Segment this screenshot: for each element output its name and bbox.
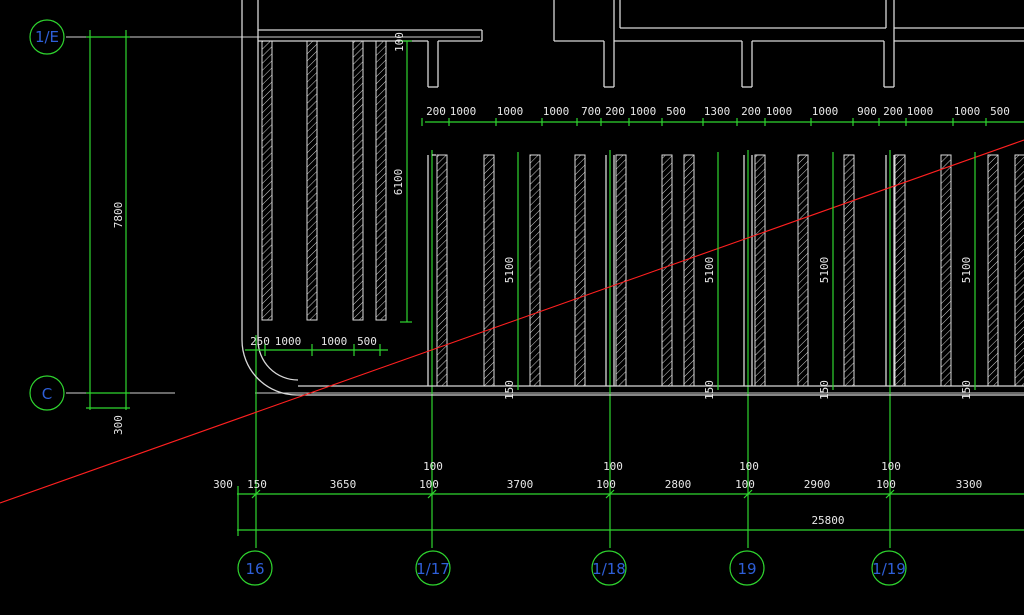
hatched-strip-lower: [683, 154, 695, 387]
dim-bottom-row: 100: [596, 478, 616, 491]
dim-6100: 6100: [392, 169, 405, 196]
dim-top-row: 1000: [907, 105, 934, 118]
dim-bottom-row: 2800: [665, 478, 692, 491]
hatched-strip-upper: [261, 40, 273, 321]
dim-left-row: 1000: [321, 335, 348, 348]
hatched-strip-lower: [797, 154, 809, 387]
dim-left-row: 250: [250, 335, 270, 348]
dim-bottom-row: 300: [213, 478, 233, 491]
axis-bubble-16: [237, 550, 273, 586]
dim-300-left: 300: [112, 415, 125, 435]
dim-5100-b: 5100: [703, 257, 716, 284]
axis-label-16: 16: [245, 560, 264, 578]
dim-bottom-100-upper: 100: [881, 460, 901, 473]
hatched-strip-lower: [754, 154, 766, 387]
dim-bottom-row: 3650: [330, 478, 357, 491]
dim-5100-c: 5100: [818, 257, 831, 284]
dim-top-row: 1000: [543, 105, 570, 118]
dim-bottom-row: 2900: [804, 478, 831, 491]
dim-top-row: 200: [426, 105, 446, 118]
axis-bubble-C: [29, 375, 65, 411]
dim-top-row: 1000: [954, 105, 981, 118]
section-cut-line: [0, 139, 1024, 504]
dim-5100-a: 5100: [503, 257, 516, 284]
dim-150-c: 150: [818, 380, 831, 400]
dim-7800: 7800: [112, 202, 125, 229]
hatched-strip-lower: [436, 154, 448, 387]
hatched-strip-lower: [843, 154, 855, 387]
axis-bubble-1E: [29, 19, 65, 55]
hatched-strip-upper: [352, 40, 364, 321]
hatched-strip-upper: [306, 40, 318, 321]
hatched-strip-upper: [375, 40, 387, 321]
dim-150-d: 150: [960, 380, 973, 400]
axis-bubble-1-18: [591, 550, 627, 586]
dimension-lines: [86, 30, 1024, 536]
dim-bottom-100-upper: 100: [603, 460, 623, 473]
dim-bottom-row: 3300: [956, 478, 983, 491]
dimension-text: 7800 300 100 6100 5100 5100 5100 5100 15…: [112, 32, 973, 435]
axis-label-1-18: 1/18: [592, 560, 626, 578]
hatched-strip-lower: [574, 154, 586, 387]
dim-left-row: 500: [357, 335, 377, 348]
axis-label-19: 19: [737, 560, 756, 578]
hatched-strip-lower: [894, 154, 906, 387]
axis-label-1-17: 1/17: [416, 560, 450, 578]
hatched-strip-lower: [1014, 154, 1024, 387]
hatched-strip-lower: [661, 154, 673, 387]
hatched-strip-lower: [529, 154, 541, 387]
axis-bubble-1-19: [871, 550, 907, 586]
dim-top-row: 1300: [704, 105, 731, 118]
hatched-strips: [261, 40, 1024, 387]
axis-bubbles: 1/E C 16 1/17 1/18 19 1/19: [29, 19, 907, 586]
axis-label-1-19: 1/19: [872, 560, 906, 578]
dim-top-row: 1000: [766, 105, 793, 118]
dim-top-row: 200: [883, 105, 903, 118]
dim-bottom-100-upper: 100: [423, 460, 443, 473]
axis-bubble-1-17: [415, 550, 451, 586]
dim-total: 25800: [811, 514, 844, 527]
dim-100-top: 100: [393, 32, 406, 52]
dim-5100-d: 5100: [960, 257, 973, 284]
dim-top-row: 700: [581, 105, 601, 118]
axis-bubble-19: [729, 550, 765, 586]
dim-bottom-row: 100: [735, 478, 755, 491]
hatched-strip-lower: [940, 154, 952, 387]
bottom-row-dimensions: 100 100 100 100 300 150 3650 100 3700 100 2800 100 2…: [213, 460, 982, 527]
dim-bottom-100-upper: 100: [739, 460, 759, 473]
walls: [241, 0, 1024, 396]
dim-150-a: 150: [503, 380, 516, 400]
dim-top-row: 1000: [630, 105, 657, 118]
dim-top-row: 900: [857, 105, 877, 118]
top-row-dimensions: 200 1000 1000 1000 700 200 1000 500 1300 200 1000 1…: [421, 105, 1010, 126]
grid-lines: [66, 36, 1024, 548]
dim-top-row: 1000: [812, 105, 839, 118]
dim-150-b: 150: [703, 380, 716, 400]
dim-top-row: 200: [741, 105, 761, 118]
left-row-dimensions: 250 1000 1000 500: [250, 335, 377, 348]
axis-label-1E: 1/E: [35, 28, 59, 46]
dim-top-row: 500: [990, 105, 1010, 118]
dim-left-row: 1000: [275, 335, 302, 348]
dim-top-row: 500: [666, 105, 686, 118]
hatched-strip-lower: [987, 154, 999, 387]
axis-label-C: C: [42, 385, 52, 403]
dim-top-row: 1000: [450, 105, 477, 118]
hatched-strip-lower: [615, 154, 627, 387]
hatched-strip-lower: [483, 154, 495, 387]
dim-bottom-row: 150: [247, 478, 267, 491]
dim-bottom-row: 100: [876, 478, 896, 491]
dim-top-row: 200: [605, 105, 625, 118]
dim-bottom-row: 100: [419, 478, 439, 491]
dim-bottom-row: 3700: [507, 478, 534, 491]
dim-top-row: 1000: [497, 105, 524, 118]
